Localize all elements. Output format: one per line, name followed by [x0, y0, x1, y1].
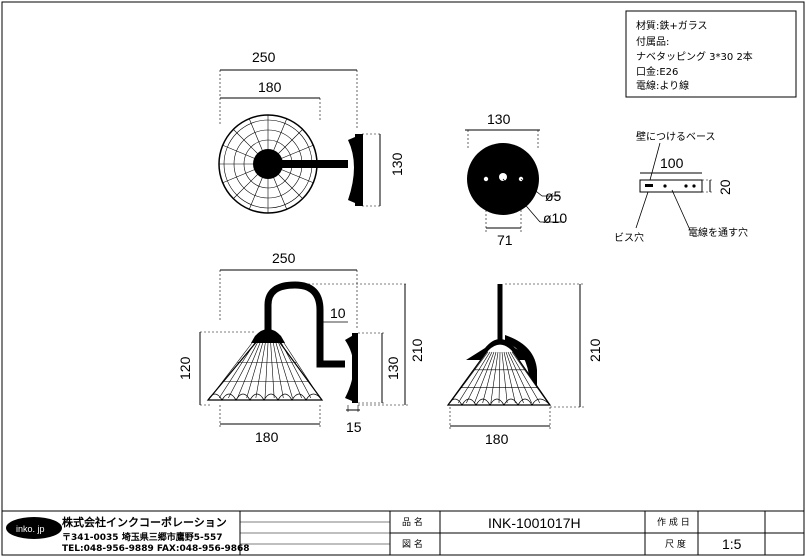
- title-block: inko. jp 株式会社インクコーポレーション 〒341-0035 埼玉県三郷…: [1, 510, 805, 556]
- shade-rib: [278, 342, 302, 399]
- shade-spoke: [281, 169, 314, 184]
- shade-rib: [246, 342, 263, 399]
- shade-rib: [209, 342, 253, 399]
- base-plate-view: 130 ø5 ø10 71: [465, 111, 567, 248]
- shade-rib: [466, 351, 493, 404]
- spec-line-material: 材質:鉄+ガラス: [636, 19, 708, 32]
- shade-rib: [498, 351, 501, 404]
- spec-line-wire: 電線:より線: [636, 79, 689, 92]
- logo-badge: [6, 517, 62, 539]
- dim-side-250: 250: [272, 250, 296, 266]
- spec-box: 材質:鉄+ガラス 付属品: ナベタッピング 3*30 2本 口金:E26 電線:…: [625, 10, 797, 98]
- shade-spoke: [248, 177, 263, 210]
- bracket-dim-20: 20: [717, 179, 733, 195]
- dim-side-180: 180: [255, 429, 279, 445]
- dim-hole-10: ø10: [543, 210, 567, 226]
- shade-spoke: [273, 118, 288, 151]
- spec-line-accessory: 付属品:: [636, 35, 669, 48]
- product-name: INK-1001017H: [488, 515, 581, 531]
- shade-spoke: [233, 129, 258, 154]
- shade-rib: [505, 351, 524, 404]
- dim-top-130: 130: [389, 152, 405, 176]
- shade-rib: [457, 351, 491, 404]
- company-name: 株式会社インクコーポレーション: [62, 515, 227, 529]
- shade-spoke: [278, 129, 303, 154]
- dim-shade-120: 120: [177, 356, 193, 380]
- shade-spoke: [222, 169, 255, 184]
- label-created: 作 成 日: [657, 516, 690, 528]
- logo-text: inko. jp: [16, 524, 45, 534]
- shade-rib: [281, 342, 312, 399]
- shade-rib: [482, 351, 497, 404]
- shade-rib: [273, 342, 284, 399]
- shade-rib: [275, 342, 293, 399]
- shade-spoke: [233, 174, 258, 199]
- shade-spoke: [278, 174, 303, 199]
- dim-hole-5: ø5: [545, 188, 562, 204]
- spec-line-screw: ナベタッピング 3*30 2本: [636, 50, 753, 63]
- top-view: 250 180 130: [218, 49, 405, 214]
- company-tel-fax: TEL:048-956-9889 FAX:048-956-9868: [62, 544, 250, 554]
- scale-value: 1:5: [722, 536, 742, 552]
- shade-rib: [490, 351, 499, 404]
- company-address: 〒341-0035 埼玉県三郷市鷹野5-557: [62, 531, 223, 543]
- shade-rib: [503, 351, 516, 404]
- shade-rib: [509, 351, 541, 404]
- shade-rib: [228, 342, 258, 399]
- dim-base-15: 15: [346, 419, 362, 435]
- shade-rib: [218, 342, 255, 399]
- bracket-title: 壁につけるベース: [636, 130, 716, 143]
- spec-line-socket: 口金:E26: [636, 65, 678, 78]
- shade-rib: [501, 351, 508, 404]
- shade-rib: [264, 342, 269, 399]
- dim-front-180: 180: [485, 431, 509, 447]
- label-scale: 尺 度: [665, 538, 686, 550]
- shade-spoke: [273, 177, 288, 210]
- shade-rib: [237, 342, 261, 399]
- dim-hole-71: 71: [497, 232, 513, 248]
- shade-spoke: [222, 144, 255, 159]
- dim-arm-10: 10: [330, 305, 346, 321]
- bracket-wire-hole: 電線を通す穴: [688, 226, 748, 239]
- shade-rib: [270, 342, 275, 399]
- shade-rib: [449, 351, 489, 404]
- dim-top-250: 250: [252, 49, 276, 65]
- shade-rib: [507, 351, 532, 404]
- dim-side-210: 210: [409, 338, 425, 362]
- dim-side-130: 130: [385, 356, 401, 380]
- shade-rib: [283, 342, 321, 399]
- front-view: 210 180: [446, 283, 603, 447]
- shade-rib: [474, 351, 495, 404]
- dim-top-180: 180: [258, 79, 282, 95]
- label-drawing-no: 図 名: [402, 538, 423, 550]
- shade-spoke: [248, 118, 263, 151]
- bracket-dim-100: 100: [660, 155, 684, 171]
- bracket-screw-hole: ビス穴: [614, 231, 644, 244]
- shade-spoke: [281, 144, 314, 159]
- shade-rib: [255, 342, 266, 399]
- bracket-detail: 壁につけるベース 100 20 ビス穴 電線を通す穴: [614, 130, 748, 244]
- shade-rib: [511, 351, 549, 404]
- dim-base-130: 130: [487, 111, 511, 127]
- label-product-name: 品 名: [402, 516, 423, 528]
- dim-front-210: 210: [587, 338, 603, 362]
- side-view: 250 10 120 130 210 15: [177, 250, 425, 445]
